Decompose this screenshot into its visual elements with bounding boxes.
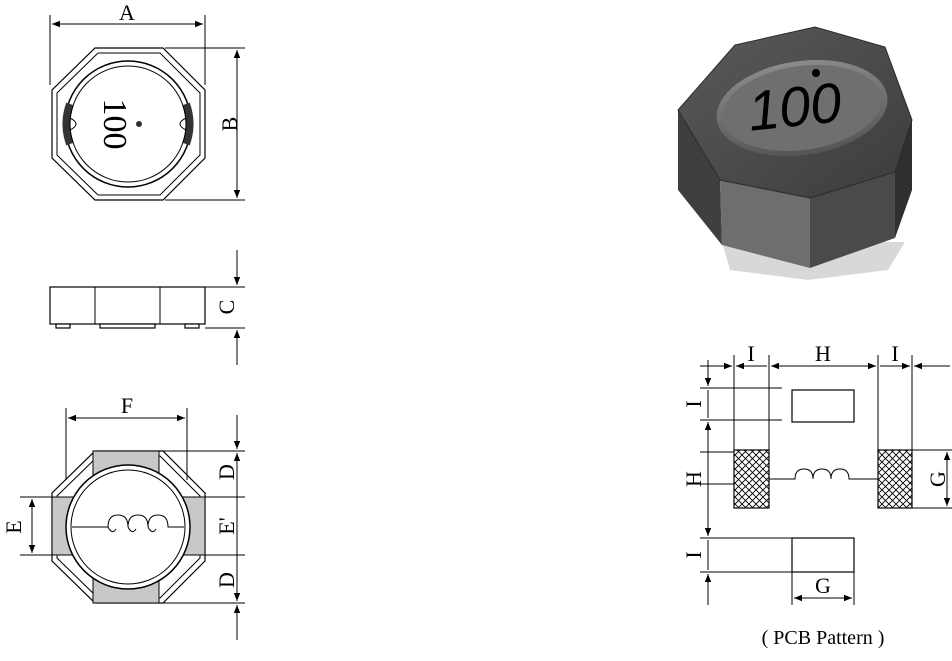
polarity-dot bbox=[136, 121, 142, 127]
top-view-inner-outline bbox=[56, 52, 201, 196]
coil-symbol bbox=[72, 514, 184, 528]
render-marking: 100 bbox=[745, 70, 845, 142]
coil-loop-1 bbox=[107, 526, 117, 533]
pcb-dim-g-bottom: G bbox=[815, 573, 831, 598]
dim-b-label: B bbox=[217, 117, 242, 132]
top-view-winding-left bbox=[62, 102, 74, 146]
dim-d-top-label: D bbox=[214, 464, 239, 480]
dim-e-prime-label: E' bbox=[214, 517, 239, 534]
render-side-right bbox=[810, 172, 895, 268]
top-view-notch-right bbox=[179, 117, 187, 131]
dim-d-bottom-label: D bbox=[214, 572, 239, 588]
coil-loop-3 bbox=[147, 526, 157, 533]
side-view: C bbox=[49, 250, 245, 365]
top-view: 100 A B bbox=[49, 0, 245, 201]
top-view-notch-left bbox=[69, 117, 77, 131]
render-polarity-dot bbox=[812, 69, 820, 77]
render-side-far-right bbox=[895, 120, 912, 238]
dim-c-label: C bbox=[214, 300, 239, 315]
render-side-front bbox=[720, 180, 810, 268]
render-cap-inner bbox=[722, 64, 882, 152]
pcb-pattern: I H I I H I G G ( PCB Pattern ) bbox=[681, 341, 952, 649]
pcb-pad-bottom bbox=[791, 537, 855, 573]
dim-f-label: F bbox=[121, 393, 133, 418]
pcb-dim-h-top: H bbox=[815, 341, 831, 366]
pcb-pad-top bbox=[791, 389, 855, 423]
dim-e-label: E bbox=[1, 520, 26, 533]
bottom-view: F E D E' D bbox=[1, 393, 245, 640]
side-view-foot-2 bbox=[99, 323, 156, 329]
top-view-winding-right bbox=[182, 102, 194, 146]
coil-loop-2 bbox=[127, 526, 137, 533]
top-view-marking: 100 bbox=[96, 99, 133, 150]
top-view-inner-ring bbox=[69, 65, 187, 183]
pcb-pattern-caption: ( PCB Pattern ) bbox=[762, 627, 885, 649]
pcb-pad-right bbox=[877, 449, 913, 509]
pcb-pad-left bbox=[733, 449, 770, 509]
render-side-left bbox=[678, 110, 722, 245]
pcb-dim-g-right: G bbox=[925, 471, 950, 487]
render-3d: 100 bbox=[677, 26, 913, 280]
pcb-dim-h-vertical: H bbox=[681, 471, 706, 487]
side-view-foot-1 bbox=[55, 323, 71, 329]
side-view-body bbox=[49, 286, 206, 325]
pcb-coil bbox=[769, 468, 878, 480]
pcb-dim-i-left: I bbox=[747, 341, 754, 366]
pcb-dim-i-vertical-bottom: I bbox=[681, 551, 706, 558]
bottom-view-core-inner bbox=[70, 469, 186, 585]
pcb-dim-i-vertical-top: I bbox=[681, 400, 706, 407]
pcb-dim-i-right: I bbox=[891, 341, 898, 366]
side-view-foot-3 bbox=[184, 323, 200, 329]
dim-a-label: A bbox=[119, 0, 135, 25]
